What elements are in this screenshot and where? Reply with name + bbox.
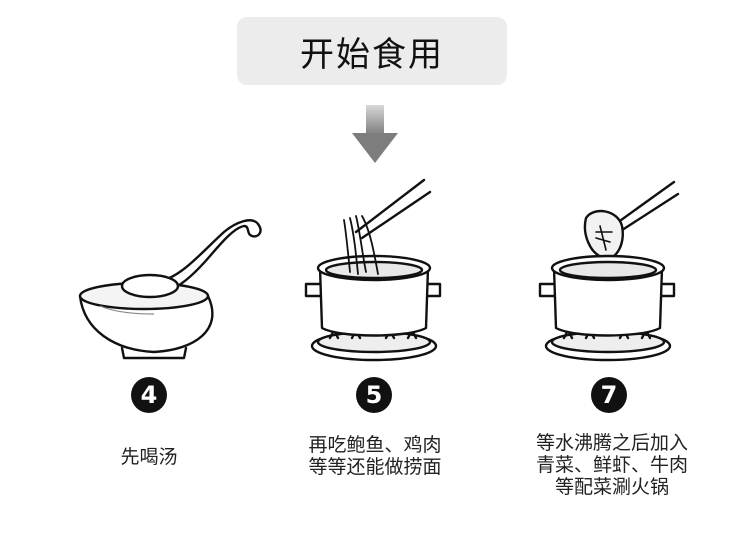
step-caption: 先喝汤 (84, 446, 214, 468)
step-caption: 再吃鲍鱼、鸡肉 等等还能做捞面 (290, 434, 460, 478)
down-arrow-icon (352, 105, 398, 165)
step-caption: 等水沸腾之后加入 青菜、鲜虾、牛肉 等配菜涮火锅 (512, 432, 712, 498)
caption-line: 等等还能做捞面 (290, 456, 460, 478)
page-title: 开始食用 (300, 27, 444, 76)
soup-bowl-ladle-icon (74, 210, 270, 370)
step-number-badge: 7 (591, 377, 627, 413)
step-number-badge: 4 (131, 377, 167, 413)
caption-line: 青菜、鲜虾、牛肉 (512, 454, 712, 476)
caption-line: 等水沸腾之后加入 (512, 432, 712, 454)
caption-line: 再吃鲍鱼、鸡肉 (290, 434, 460, 456)
caption-line: 等配菜涮火锅 (512, 476, 712, 498)
pot-chopsticks-meat-icon (534, 176, 684, 368)
title-banner: 开始食用 (237, 17, 507, 85)
pot-chopsticks-noodles-icon (300, 172, 450, 368)
step-number-badge: 5 (356, 377, 392, 413)
caption-line: 先喝汤 (84, 446, 214, 468)
